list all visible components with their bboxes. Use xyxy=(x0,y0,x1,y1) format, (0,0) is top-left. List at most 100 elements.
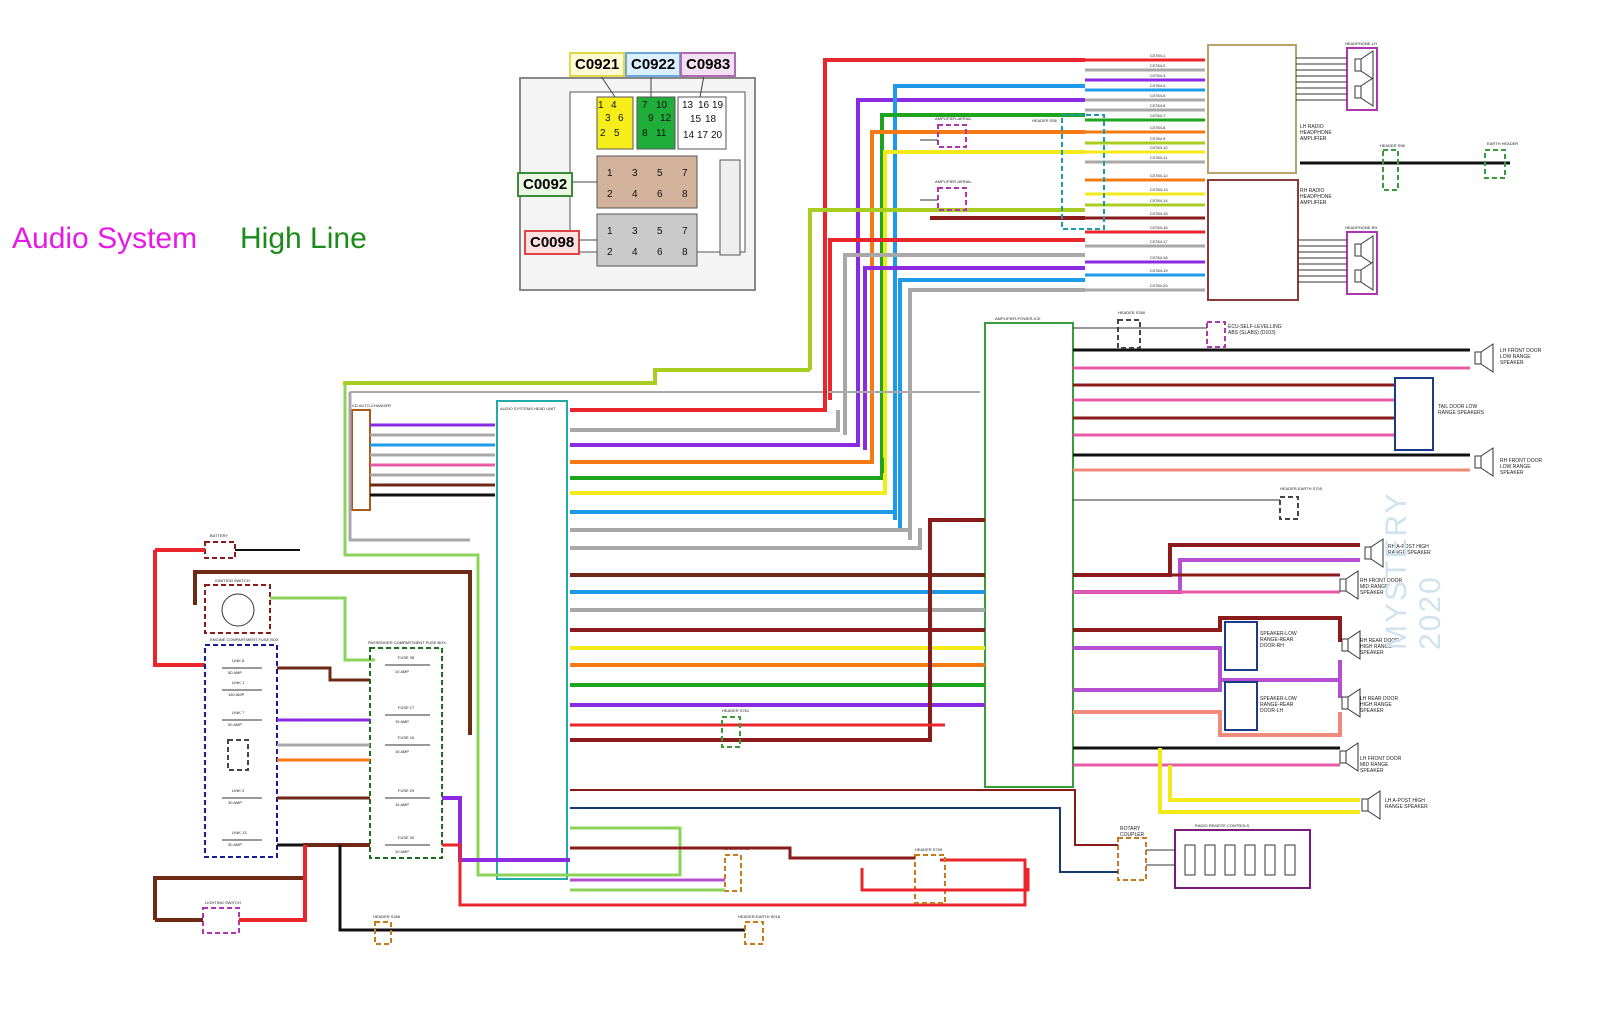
radio-remote-label: RADIO REMOTE CONTROLS xyxy=(1195,823,1250,828)
headphone-lh-spk-2-cone xyxy=(1360,77,1374,107)
top-wire-label-17: C0784-18 xyxy=(1150,255,1168,260)
fuse-link8-label: LINK 8 xyxy=(232,658,245,663)
pin-c0983-18: 18 xyxy=(705,114,717,125)
wire-green-top xyxy=(880,113,1085,480)
hu-wire-3 xyxy=(570,442,874,464)
hu-wire-2 xyxy=(570,425,860,447)
remote-switch-5 xyxy=(1284,844,1296,876)
wire-ignition-green xyxy=(270,596,375,662)
tail-door-label: RANGE SPEAKERS xyxy=(1438,410,1485,416)
amp-aerial-1-box xyxy=(937,124,967,148)
ignition-switch-dial xyxy=(221,593,255,627)
tail-door-box xyxy=(1394,377,1434,451)
top-wire-label-6: C0784-7 xyxy=(1150,113,1166,118)
audio-head-unit-box xyxy=(496,400,568,880)
amplifier-power-ice-label: AMPLIFIER-POWER-ICE xyxy=(995,316,1041,321)
header-s761-label: HEADER S761 xyxy=(722,708,750,713)
top-wire-label-2: C0784-3 xyxy=(1150,73,1166,78)
lh-radio-amp-label: AMPLIFIER xyxy=(1300,136,1327,142)
passenger-fuse-box-label: PASSENGER COMPARTMENT FUSE BOX xyxy=(368,640,446,645)
rh-front-door-mid-label: RH FRONT DOOR xyxy=(1360,578,1403,584)
amplifier-power-ice-box xyxy=(984,322,1074,788)
headphone-rh-spk-1-body xyxy=(1354,243,1362,257)
pin-c0098-8: 8 xyxy=(682,247,688,258)
lh-apost-high-speaker-body xyxy=(1361,798,1369,812)
top-wire-label-18: C0784-19 xyxy=(1150,268,1168,273)
passenger-fuse-box xyxy=(369,647,443,859)
pin-c0921-4: 4 xyxy=(611,100,617,111)
fuse-fuse35-amp: 10 AMP xyxy=(395,669,409,674)
wire-fuse30-red xyxy=(442,843,1027,907)
pin-c0098-7: 7 xyxy=(682,226,688,237)
top-wire-label-3: C0784-4 xyxy=(1150,83,1166,88)
speaker-low-rear-rh-label: DOOR-RH xyxy=(1260,643,1284,649)
top-wire-label-10: C0784-11 xyxy=(1150,155,1168,160)
fuse-fuse30-label: FUSE 30 xyxy=(398,835,415,840)
fuse-fuse16-label: FUSE 16 xyxy=(398,735,415,740)
watermark: MYSTERY 2020 xyxy=(1380,492,1447,650)
hu-wire-1 xyxy=(570,410,840,432)
rh-rear-door-high-label: RH REAR DOOR xyxy=(1360,638,1399,644)
fuse-fuse29-amp: 15 AMP xyxy=(395,802,409,807)
hu-wire-7 xyxy=(570,510,912,532)
headphone-rh-box xyxy=(1346,231,1378,295)
amp-aerial-2-box xyxy=(937,187,967,211)
wire-blue-top xyxy=(893,84,1085,520)
rotary-coupler-label: ROTARY xyxy=(1120,826,1141,832)
lh-front-door-low-speaker-cone xyxy=(1480,343,1494,373)
rh-front-door-low-label: SPEAKER xyxy=(1500,470,1524,476)
wire-gray-mid2 xyxy=(908,288,1085,540)
radio-remote-box xyxy=(1174,829,1311,889)
pin-c0098-2: 2 xyxy=(607,247,613,258)
rh-radio-amp-box xyxy=(1207,179,1299,301)
lh-apost-high-label: LH A-POST HIGH xyxy=(1385,798,1425,804)
wire-rear-rh-1 xyxy=(1073,616,1342,642)
remote-switch-3 xyxy=(1244,844,1256,876)
headphone-rh-spk-2-body xyxy=(1354,269,1362,283)
pin-c0983-20: 20 xyxy=(711,130,723,141)
rh-apost-high-speaker-cone xyxy=(1370,538,1384,568)
lh-front-door-low-label: SPEAKER xyxy=(1500,360,1524,366)
top-wire-label-15: C0784-16 xyxy=(1150,225,1168,230)
pin-c0092-3: 3 xyxy=(632,168,638,179)
top-wire-label-14: C0784-15 xyxy=(1150,211,1168,216)
amp-aerial-2-label: AMPLIFIER-AERIAL xyxy=(935,179,972,184)
wire-lh-apost-1 xyxy=(1158,748,1360,814)
lh-rear-door-high-speaker-cone xyxy=(1347,688,1361,718)
ecu-label: ECU-SELF-LEVELLING xyxy=(1228,324,1282,330)
audio-head-unit-label: AUDIO SYSTEMS HEAD UNIT xyxy=(500,406,556,411)
fuse-fuse29-label: FUSE 29 xyxy=(398,788,415,793)
ignition-switch-label: IGNITION SWITCH xyxy=(215,578,250,583)
lh-apost-high-speaker-cone xyxy=(1367,790,1381,820)
pin-c0092-2: 2 xyxy=(607,189,613,200)
hu-wire-6 xyxy=(570,492,897,514)
wire-lighting-red xyxy=(239,845,307,922)
header-earth-s705-box xyxy=(1279,496,1299,520)
relay-symbol xyxy=(227,739,249,771)
fuse-link1-amp: 150 AMP xyxy=(228,692,245,697)
wire-remote-2 xyxy=(570,807,1118,873)
pin-c0092-1: 1 xyxy=(607,168,613,179)
headphone-rh-label: HEADPHONE-RH xyxy=(1345,225,1378,230)
hu-wire-8 xyxy=(570,528,922,550)
wire-s759-maroon xyxy=(570,846,915,860)
top-wire-label-9: C0784-10 xyxy=(1150,145,1168,150)
fuse-link13-label: LINK 13 xyxy=(232,830,247,835)
fuse-link1-label: LINK 1 xyxy=(232,680,245,685)
battery-box xyxy=(204,541,236,559)
fuse-link3-amp: 30 AMP xyxy=(228,800,242,805)
pin-c0921-1: 1 xyxy=(598,100,604,111)
lh-rear-door-high-label: LH REAR DOOR xyxy=(1360,696,1398,702)
lighting-switch-box xyxy=(202,907,240,934)
pin-c0922-7: 7 xyxy=(642,100,648,111)
wire-earth-black xyxy=(338,845,745,932)
header-s56-label: HEADER S56 xyxy=(1032,118,1058,123)
connector-label-c0922: C0922 xyxy=(625,52,682,77)
wire-purple-top xyxy=(856,98,1085,445)
pin-c0092-6: 6 xyxy=(657,189,663,200)
headphone-lh-box xyxy=(1346,47,1378,111)
tail-door-label: TAIL DOOR LOW xyxy=(1438,404,1477,410)
fuse-link13-amp: 30 AMP xyxy=(228,842,242,847)
pin-c0983-15: 15 xyxy=(690,114,702,125)
connector-side-slot xyxy=(719,159,741,256)
